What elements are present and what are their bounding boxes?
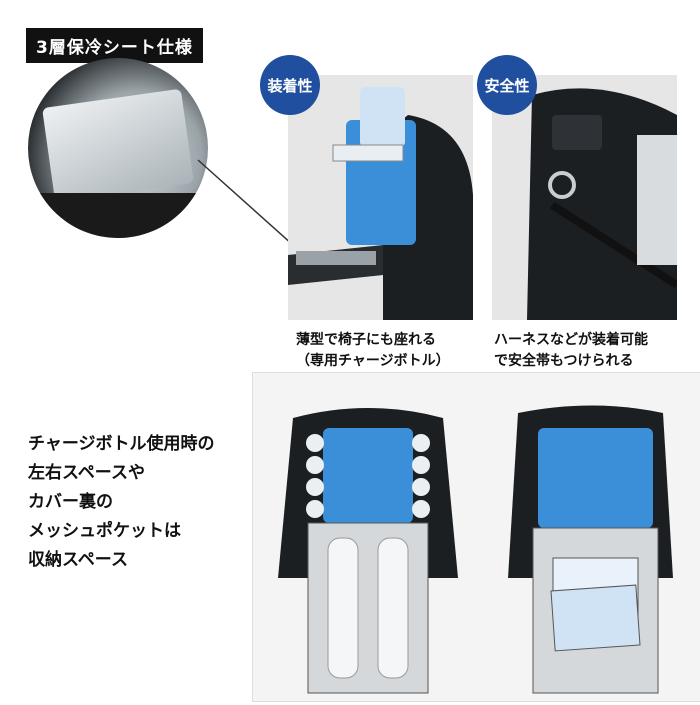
- safety-photo: [492, 75, 680, 320]
- backpack-side-photo: [288, 75, 473, 320]
- wearability-badge: 装着性: [260, 55, 320, 115]
- safety-caption: ハーネスなどが装着可能 で安全帯もつけられる: [494, 330, 648, 372]
- safety-badge: 安全性: [477, 55, 537, 115]
- description-line: カバー裏の: [28, 492, 113, 512]
- wearability-caption: 薄型で椅子にも座れる （専用チャージボトル）: [296, 330, 450, 372]
- caption-line: で安全帯もつけられる: [494, 353, 634, 369]
- open-packs-photo: [252, 372, 700, 702]
- open-backpacks-photo: [253, 373, 700, 701]
- description-line: 収納スペース: [28, 550, 128, 570]
- harness-back-photo: [492, 75, 680, 320]
- insulation-zoom-photo: [28, 58, 208, 238]
- description-line: チャージボトル使用時の: [28, 434, 215, 454]
- description-line: 左右スペースや: [28, 463, 145, 483]
- caption-line: （専用チャージボトル）: [296, 353, 450, 369]
- caption-line: ハーネスなどが装着可能: [494, 332, 648, 348]
- insulation-sheet-label: 3層保冷シート仕様: [26, 28, 203, 63]
- storage-description: チャージボトル使用時の 左右スペースや カバー裏の メッシュポケットは 収納スペ…: [28, 430, 215, 575]
- wearability-photo: [288, 75, 473, 320]
- caption-line: 薄型で椅子にも座れる: [296, 332, 436, 348]
- description-line: メッシュポケットは: [28, 521, 181, 541]
- pack-edge-photo: [28, 193, 208, 238]
